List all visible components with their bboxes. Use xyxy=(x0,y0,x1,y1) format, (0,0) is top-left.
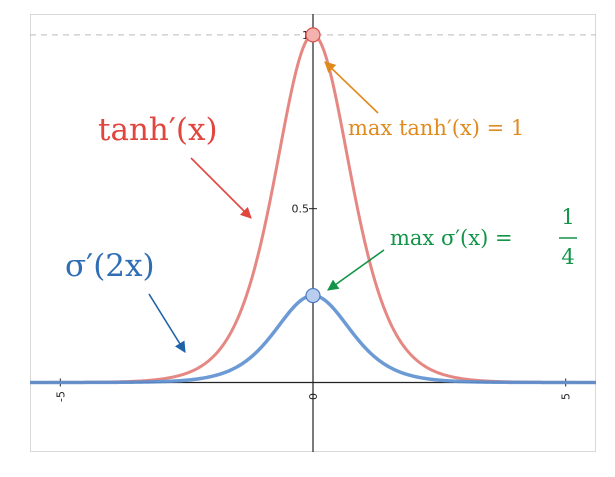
arrow-max-tanh xyxy=(324,61,379,114)
max-sigma-label: max σ′(x) = xyxy=(390,226,513,250)
arrow-tanh xyxy=(190,157,252,219)
arrow-max-sigma xyxy=(327,249,385,291)
x-tick-label-2: 5 xyxy=(560,393,573,400)
y-tick-label-0: 0.5 xyxy=(292,203,310,216)
tanh-label: tanh′(x) xyxy=(98,112,218,148)
sigma-label: σ′(2x) xyxy=(65,248,155,284)
x-tick-label-0: -5 xyxy=(54,391,67,402)
max-sigma-denominator: 4 xyxy=(561,245,574,269)
x-tick-label-1: 0 xyxy=(307,393,320,400)
max-tanh-label: max tanh′(x) = 1 xyxy=(348,116,524,140)
max-point-tanh xyxy=(305,27,321,43)
max-point-sigma xyxy=(305,287,321,304)
arrow-sigma xyxy=(148,293,186,353)
max-sigma-numerator: 1 xyxy=(561,205,574,229)
